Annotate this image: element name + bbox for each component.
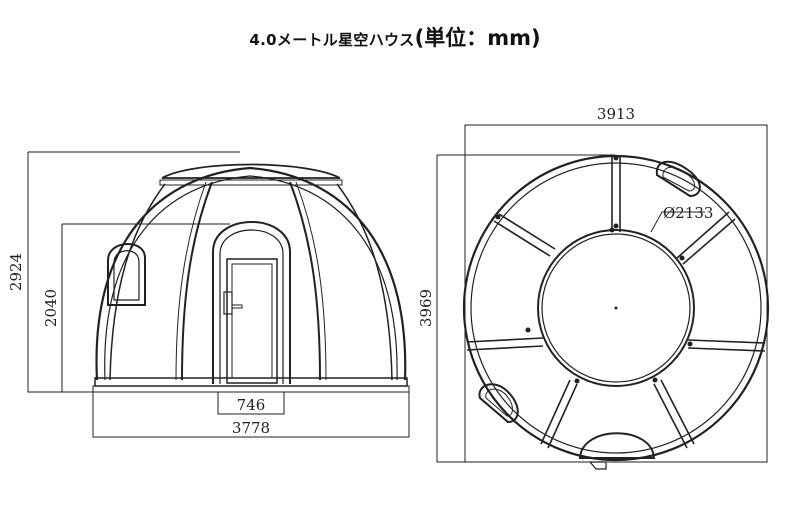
- door-leaf: [226, 258, 278, 384]
- top-view-frame: [464, 124, 768, 463]
- window-pane: [113, 250, 140, 301]
- diameter-leader: [650, 211, 705, 233]
- door-width-label: 746: [237, 396, 266, 414]
- rib-far-left: [109, 183, 166, 381]
- rib-bolts: [495, 155, 693, 384]
- title-prefix: 4.0メートル星空ハウス: [249, 31, 415, 49]
- front-view: 746 3778 2924 2040: [7, 151, 410, 438]
- top-width-label: 3913: [597, 105, 635, 123]
- top-door-handle-icon: [588, 461, 607, 470]
- top-window-lower-left: [478, 383, 519, 424]
- rib-far-right: [336, 183, 393, 381]
- base-width-label: 3778: [232, 419, 270, 437]
- door-arch-outer: [212, 221, 291, 384]
- top-view: 3913 3969: [417, 105, 770, 470]
- height-door-label: 2040: [42, 289, 60, 327]
- height-total-extent: [27, 152, 95, 393]
- top-window-upper-right: [655, 160, 701, 198]
- skylight-circle-inner: [541, 233, 691, 383]
- title-unit: (単位：mm): [414, 26, 541, 50]
- diameter-label: Ø2133: [663, 204, 713, 222]
- dome-base-plinth: [92, 385, 410, 393]
- skylight-circle: [537, 229, 695, 387]
- top-depth-label: 3969: [417, 289, 435, 327]
- depth-extent: [436, 155, 465, 463]
- rib-right: [289, 181, 321, 381]
- base-width-extent: [92, 392, 410, 438]
- dome-base-ring: [94, 377, 408, 387]
- dome-top-cap: [161, 163, 341, 179]
- top-ribs: [466, 156, 766, 449]
- door-width-box: [217, 391, 285, 415]
- height-total-label: 2924: [7, 253, 25, 291]
- skylight-center-point: [614, 306, 618, 310]
- top-window-upper-right-inner: [662, 166, 696, 192]
- dome-inner-shell: [104, 175, 398, 381]
- dome-outer-shell: [95, 166, 407, 381]
- top-window-lower-left-inner: [485, 388, 513, 417]
- top-door-canopy: [578, 432, 656, 459]
- rib-left: [181, 181, 213, 381]
- top-outer-circle-inner: [470, 162, 762, 454]
- dome-cap-rim: [159, 179, 343, 186]
- window-frame: [107, 243, 146, 306]
- door-leaf-inset: [231, 263, 273, 379]
- door-lock-icon: [223, 291, 233, 315]
- drawing-title: 4.0メートル星空ハウス(単位：mm): [0, 22, 790, 52]
- rib-left-inner: [175, 181, 207, 381]
- rib-right-inner: [295, 181, 327, 381]
- door-arch-inner: [219, 229, 284, 384]
- door-handle-icon: [231, 304, 243, 309]
